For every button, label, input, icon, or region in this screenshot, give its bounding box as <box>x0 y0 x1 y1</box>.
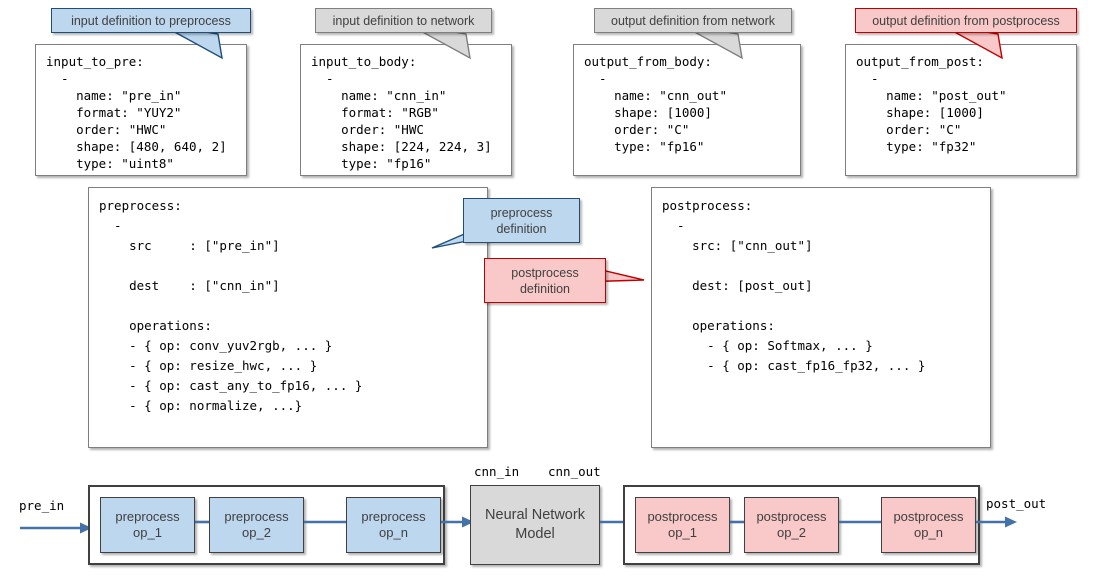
connector-pre2-pren <box>304 518 346 526</box>
callout-output-from-post-label: output definition from postprocess <box>872 13 1060 28</box>
preprocess-op-1-line1: preprocess <box>115 509 180 524</box>
postprocess-op-1[interactable]: postprocess op_1 <box>635 497 730 553</box>
callout-output-from-post: output definition from postprocess <box>855 8 1077 33</box>
connector-pre1-pre2 <box>195 518 209 526</box>
connector-post1-post2 <box>730 518 744 526</box>
preprocess-op-1-line2: op_1 <box>133 525 162 540</box>
spec-box-output-from-body: output_from_body: - name: "cnn_out" shap… <box>573 44 801 176</box>
callout-output-from-body: output definition from network <box>594 8 792 33</box>
callout-preprocess-definition-line2: definition <box>496 221 547 236</box>
preprocess-op-n[interactable]: preprocess op_n <box>346 497 441 553</box>
callout-postprocess-definition: postprocess definition <box>484 258 606 303</box>
callout-postprocess-definition-line1: postprocess <box>511 265 579 280</box>
spec-box-preprocess: preprocess: - src : ["pre_in"] dest : ["… <box>88 187 488 448</box>
preprocess-op-n-line1: preprocess <box>361 509 426 524</box>
callout-input-to-pre-label: input definition to preprocess <box>71 13 231 28</box>
spec-code-input-to-body: input_to_body: - name: "cnn_in" format: … <box>311 54 492 171</box>
model-output-label: cnn_out <box>548 464 601 479</box>
connector-preprocess-to-model <box>441 515 475 529</box>
model-input-label: cnn_in <box>474 464 520 479</box>
preprocess-op-n-line2: op_n <box>379 525 408 540</box>
callout-input-to-body-label: input definition to network <box>332 13 475 28</box>
pipeline-input-arrow <box>20 521 94 535</box>
spec-code-input-to-pre: input_to_pre: - name: "pre_in" format: "… <box>46 54 227 171</box>
preprocess-op-2-line2: op_2 <box>242 525 271 540</box>
preprocess-op-1[interactable]: preprocess op_1 <box>100 497 195 553</box>
callout-input-to-body: input definition to network <box>315 8 492 33</box>
pipeline-input-label: pre_in <box>19 498 65 513</box>
callout-postprocess-definition-line2: definition <box>519 281 571 296</box>
postprocess-op-2-line2: op_2 <box>777 525 806 540</box>
callout-input-to-pre: input definition to preprocess <box>51 8 251 33</box>
pipeline-output-label: post_out <box>986 496 1047 511</box>
spec-code-output-from-post: output_from_post: - name: "post_out" sha… <box>856 54 1007 154</box>
postprocess-op-n[interactable]: postprocess op_n <box>881 497 976 553</box>
pipeline-output-arrow <box>976 515 1018 529</box>
callout-preprocess-definition: preprocess definition <box>463 198 580 243</box>
preprocess-op-2[interactable]: preprocess op_2 <box>209 497 304 553</box>
spec-box-output-from-post: output_from_post: - name: "post_out" sha… <box>845 44 1077 176</box>
postprocess-op-2-line1: postprocess <box>756 509 827 524</box>
postprocess-op-n-line2: op_n <box>914 525 943 540</box>
spec-box-input-to-body: input_to_body: - name: "cnn_in" format: … <box>300 44 512 176</box>
callout-output-from-body-label: output definition from network <box>611 13 775 28</box>
postprocess-op-1-line1: postprocess <box>647 509 718 524</box>
neural-network-model-line2: Model <box>515 526 555 542</box>
spec-code-output-from-body: output_from_body: - name: "cnn_out" shap… <box>584 54 727 154</box>
postprocess-op-n-line1: postprocess <box>893 509 964 524</box>
preprocess-op-2-line1: preprocess <box>224 509 289 524</box>
spec-box-input-to-pre: input_to_pre: - name: "pre_in" format: "… <box>35 44 247 176</box>
postprocess-op-2[interactable]: postprocess op_2 <box>744 497 839 553</box>
connector-post2-postn <box>839 518 881 526</box>
postprocess-op-1-line2: op_1 <box>668 525 697 540</box>
spec-box-postprocess: postprocess: - src: ["cnn_out"] dest: [p… <box>651 187 991 448</box>
neural-network-model-line1: Neural Network <box>485 507 585 523</box>
spec-code-preprocess: preprocess: - src : ["pre_in"] dest : ["… <box>99 198 363 413</box>
spec-code-postprocess: postprocess: - src: ["cnn_out"] dest: [p… <box>662 198 926 373</box>
neural-network-model[interactable]: Neural Network Model <box>470 485 600 565</box>
callout-preprocess-definition-line1: preprocess <box>490 205 553 220</box>
